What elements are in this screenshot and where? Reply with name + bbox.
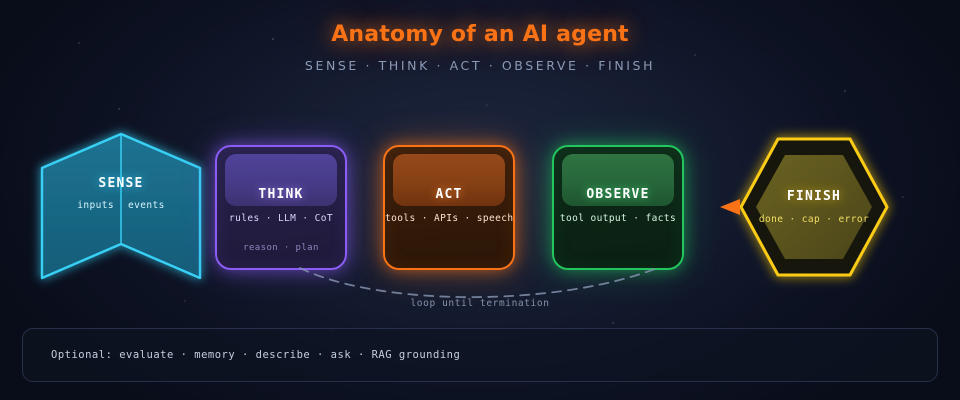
- sense-chevron-shape: [40, 132, 202, 280]
- node-think-tags-secondary: reason · plan: [243, 243, 319, 253]
- node-think[interactable]: THINK rules · LLM · CoT reason · plan: [215, 145, 347, 270]
- node-observe-tags-primary: tool output · facts: [559, 213, 677, 224]
- finish-hexagon-shape: [720, 137, 889, 277]
- page-subtitle: SENSE · THINK · ACT · OBSERVE · FINISH: [304, 58, 656, 73]
- node-act-tags-primary: tools · APIs · speech: [385, 213, 514, 224]
- optional-capabilities-text: Optional: evaluate · memory · describe ·…: [51, 349, 461, 361]
- optional-capabilities-bar: Optional: evaluate · memory · describe ·…: [22, 328, 938, 382]
- diagram-header: Anatomy of an AI agent SENSE · THINK · A…: [0, 22, 960, 73]
- node-think-header: THINK: [225, 154, 337, 206]
- finish-inbound-arrowhead: [720, 199, 740, 215]
- node-observe-header: OBSERVE: [562, 154, 674, 206]
- loop-arc: [299, 266, 661, 299]
- node-think-tags-primary: rules · LLM · CoT: [228, 213, 334, 224]
- loop-label: loop until termination: [410, 298, 550, 309]
- node-think-label: THINK: [258, 187, 304, 202]
- node-observe[interactable]: OBSERVE tool output · facts: [552, 145, 684, 270]
- page-title: Anatomy of an AI agent: [331, 22, 629, 47]
- node-act[interactable]: ACT tools · APIs · speech: [383, 145, 515, 270]
- node-act-label: ACT: [435, 187, 463, 202]
- node-act-header: ACT: [393, 154, 505, 206]
- node-observe-label: OBSERVE: [586, 187, 650, 202]
